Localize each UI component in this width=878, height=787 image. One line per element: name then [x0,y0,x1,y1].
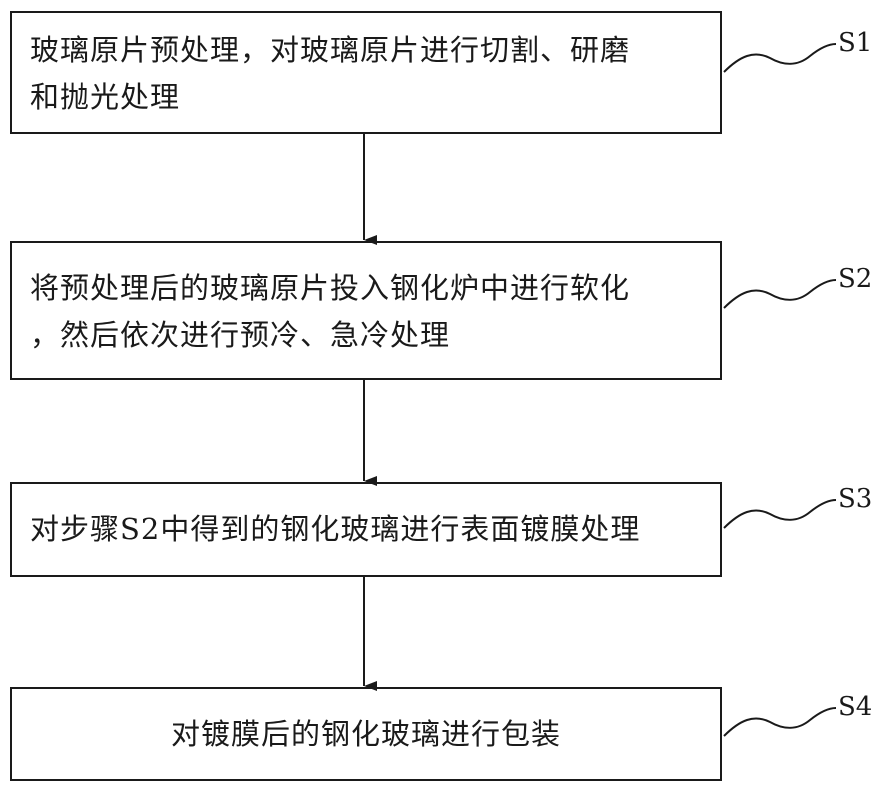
step-label-s3: S3 [838,484,872,514]
leader-line-s3 [724,500,836,528]
leader-line-s2 [724,280,836,308]
leader-line-s4 [724,708,836,736]
step-label-s2: S2 [838,264,872,294]
step-label-s1: S1 [838,28,872,58]
leader-line-s1 [724,44,836,72]
step-label-s4: S4 [838,692,872,722]
